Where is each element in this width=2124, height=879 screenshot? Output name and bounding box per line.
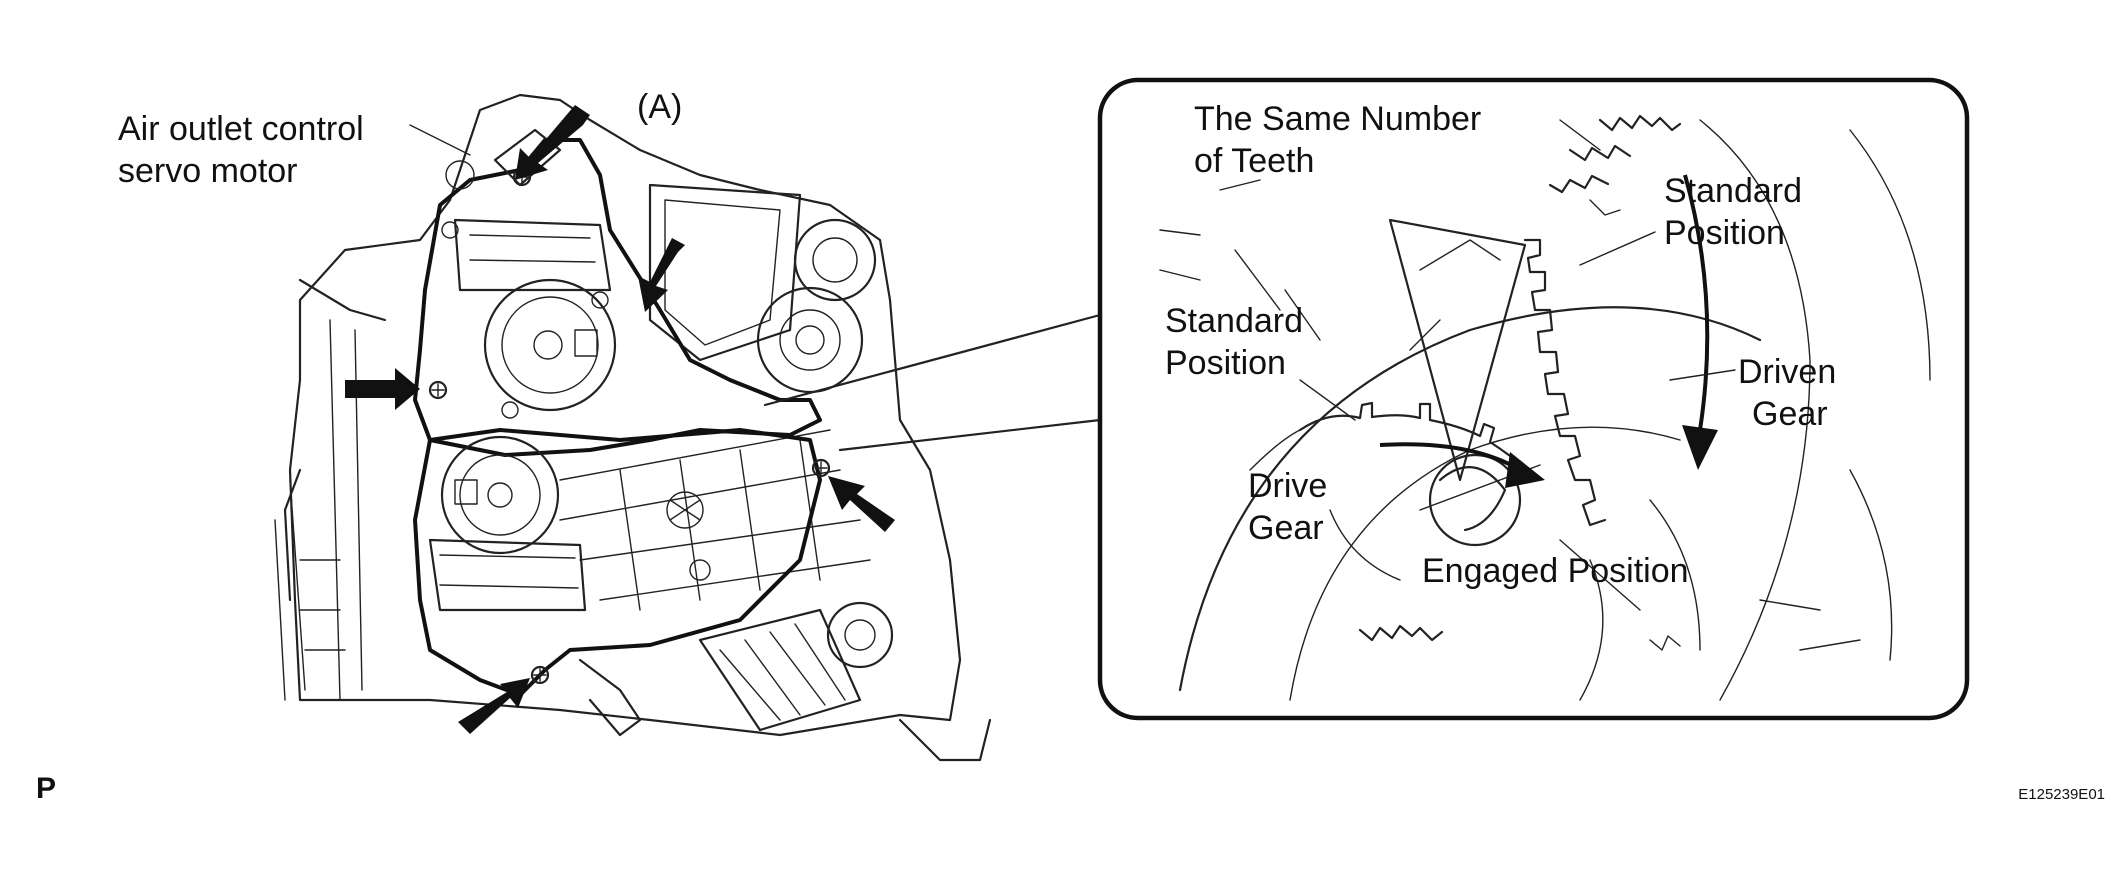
motor-label: Air outlet control servo motor	[118, 110, 373, 190]
standard-position-left-label: Standard Position	[1165, 302, 1312, 382]
arrow-upper-middle	[638, 238, 685, 312]
arrow-drive-rotation	[1379, 442, 1545, 488]
same-teeth-label: The Same Number of Teeth	[1194, 100, 1491, 180]
drive-gear-label: Drive Gear	[1248, 467, 1337, 547]
arrow-bottom-screw	[458, 678, 530, 734]
screw-left-upper	[428, 380, 448, 400]
servo-motor-a	[413, 128, 822, 457]
standard-position-right-label: Standard Position	[1664, 172, 1811, 252]
arrow-right-screw	[828, 476, 895, 532]
arrow-driven-rotation	[1682, 174, 1718, 470]
figure-code: E125239E01	[2018, 786, 2105, 803]
engaged-position-label: Engaged Position	[1422, 552, 1689, 590]
callout-leader-lower	[838, 418, 1102, 452]
servo-motor-b	[413, 428, 831, 737]
callout-leader-upper	[763, 313, 1102, 407]
pointer-std-pos-right	[1579, 231, 1656, 266]
screw-bottom	[530, 665, 550, 685]
detail-box	[1097, 77, 1970, 721]
hvac-unit-illustration	[274, 93, 992, 762]
arrow-top-screw	[515, 105, 590, 180]
corner-p-label: P	[36, 772, 56, 805]
arrow-left-screw	[345, 368, 420, 410]
motor-label-leader	[409, 124, 471, 156]
driven-gear-label: Driven Gear	[1738, 353, 1846, 433]
pointer-driven	[1669, 369, 1736, 381]
pointer-same-teeth	[1559, 119, 1601, 151]
view-label-a: (A)	[637, 88, 682, 126]
pointer-std-pos-left	[1299, 379, 1356, 421]
gear-detail-drawing	[1159, 114, 1931, 701]
screw-right	[811, 458, 831, 478]
